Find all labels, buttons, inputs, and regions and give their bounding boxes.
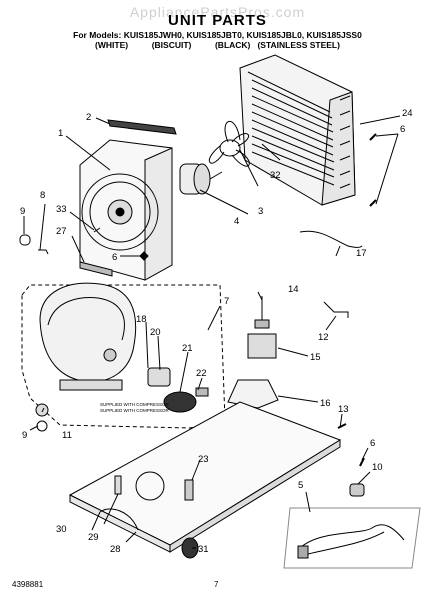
models-line: For Models: KUIS185JWH0, KUIS185JBT0, KU… [73, 30, 362, 40]
callout-7: 7 [224, 296, 229, 307]
callout-33: 33 [56, 204, 67, 215]
bracket-27 [79, 261, 113, 277]
compressor-note: SUPPLIED WITH COMPRESSOR [100, 402, 170, 407]
screw-6 [139, 251, 149, 261]
callout-1: 1 [58, 128, 63, 139]
callout-6c: 6 [370, 438, 375, 449]
fan-motor [179, 163, 223, 195]
callout-4: 4 [234, 216, 239, 227]
callout-13: 13 [338, 404, 349, 415]
callout-8: 8 [40, 190, 45, 201]
power-cord [283, 507, 421, 569]
page-title: UNIT PARTS [168, 12, 267, 29]
callout-32: 32 [270, 170, 281, 181]
callout-23: 23 [198, 454, 209, 465]
callout-9b: 9 [22, 430, 27, 441]
callout-21: 21 [182, 343, 193, 354]
callout-16: 16 [320, 398, 331, 409]
screw-13 [337, 423, 347, 429]
grommet-9 [19, 234, 31, 246]
callout-6a: 6 [112, 252, 117, 263]
callout-14: 14 [288, 284, 299, 295]
callout-2: 2 [86, 112, 91, 123]
callout-3: 3 [258, 206, 263, 217]
screw-6b [369, 133, 377, 141]
callout-5: 5 [298, 480, 303, 491]
compressor-relay [147, 367, 209, 413]
callout-17: 17 [356, 248, 367, 259]
callout-28: 28 [110, 544, 121, 555]
wheel-31 [181, 537, 199, 559]
base-pan [68, 401, 342, 553]
bracket-16 [227, 379, 279, 409]
watermark: AppliancePartsPros.com [129, 4, 306, 20]
harness-28 [99, 508, 139, 531]
callout-9a: 9 [20, 206, 25, 217]
tube-12 [323, 301, 349, 318]
cord-clamp-10 [349, 457, 365, 497]
callout-20: 20 [150, 327, 161, 338]
callout-29: 29 [88, 532, 99, 543]
fan-shroud [79, 139, 173, 281]
thermostat-14-15 [247, 296, 277, 359]
colors-line: (WHITE) (BISCUIT) (BLACK) (STAINLESS STE… [95, 40, 340, 50]
callout-22: 22 [196, 368, 207, 379]
document-number: 4398881 [12, 580, 44, 589]
grommet-11 [35, 403, 49, 417]
clip-8 [38, 249, 49, 255]
screw-33 [93, 227, 101, 233]
screw-6c [369, 199, 377, 207]
callout-15: 15 [310, 352, 321, 363]
compressor [39, 282, 137, 391]
compressor-note-2: SUPPLIED WITH COMPRESSOR [100, 408, 170, 413]
callout-31: 31 [198, 544, 209, 555]
grommet-9b [36, 420, 48, 432]
compressor-dashed-area [21, 284, 226, 429]
harness-17 [299, 230, 363, 248]
callout-18: 18 [136, 314, 147, 325]
callout-30: 30 [56, 524, 67, 535]
page-number: 7 [214, 580, 219, 589]
condenser [239, 54, 356, 206]
callout-27: 27 [56, 226, 67, 237]
callout-24: 24 [402, 108, 413, 119]
callout-6b: 6 [400, 124, 405, 135]
callout-11: 11 [62, 430, 72, 441]
callout-10: 10 [372, 462, 383, 473]
gasket [107, 119, 177, 135]
callout-12: 12 [318, 332, 329, 343]
